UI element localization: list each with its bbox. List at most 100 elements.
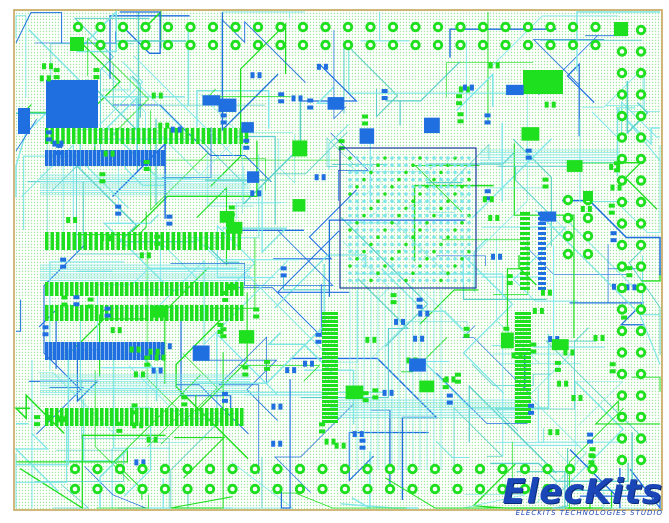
bga-ball [383,257,387,261]
header-pin-hole [570,42,576,48]
smd-pad [520,242,530,245]
smd-pad [244,128,249,144]
passive-component [221,391,228,403]
smd-pad [242,365,249,370]
trace [19,434,166,510]
passive-component [222,290,229,302]
smd-pad [59,140,64,147]
smd-pad [165,408,169,426]
large-pad [46,80,98,128]
smd-pad [165,282,169,296]
bga-ball [390,185,394,189]
bga-ball [355,221,359,225]
smd-pad [85,282,89,296]
smd-pad [110,327,115,334]
smd-pad [130,282,134,296]
smd-pad [555,429,560,436]
bga-ball [432,228,436,232]
header-pin-hole [140,466,145,472]
bga-ball [404,156,408,160]
smd-pad [520,222,530,225]
bga-ball [383,206,387,211]
bga-ball [376,271,380,276]
trace [276,230,350,293]
header-pin-hole [323,24,328,30]
smd-pad [120,282,124,296]
bga-ball [404,213,408,218]
smd-pad [136,128,141,144]
smd-pad [372,336,377,343]
trace-bus [40,264,250,281]
passive-component [34,415,41,427]
smd-pad [322,324,338,327]
header-pin-hole [567,466,573,472]
passive-component [488,215,500,222]
trace [420,234,424,238]
trace [242,99,302,205]
smd-pad [60,408,64,426]
bga-ball [432,192,436,196]
smd-pad [160,282,164,296]
header-pin-hole [432,466,438,472]
smd-pad [372,395,379,400]
trace [481,226,578,302]
smd-pad [315,332,322,337]
smd-pad [221,398,228,403]
smd-pad [515,336,531,339]
smd-pad [225,408,229,426]
bga-ball [432,242,436,247]
bga-ball [446,192,450,196]
bga-ball [404,199,408,203]
smd-pad [338,139,345,144]
header-pin-hole [619,70,625,76]
header-pin-hole [619,178,625,183]
smd-pad [174,128,179,144]
smd-pad [359,438,366,443]
header-pin-hole [585,251,591,257]
bga-ball [369,257,373,261]
smd-pad [228,128,233,144]
bga-ball [397,264,401,268]
smd-pad [482,196,487,203]
trace [463,494,526,509]
smd-pad [127,232,131,250]
trace [591,100,660,143]
chip-component [409,358,426,372]
bga-ball [411,278,415,283]
smd-pad [141,342,145,360]
smd-pad [148,348,153,355]
smd-pad [117,327,122,334]
smd-pad [593,335,598,342]
bga-ball [397,185,401,189]
smd-pad [528,410,535,415]
bga-ball [439,257,443,261]
smd-pad [456,94,463,99]
smd-pad [100,408,104,426]
passive-component [482,196,494,203]
smd-pad [200,408,204,426]
smd-pad [149,150,153,166]
bga-ball [355,206,359,211]
smd-pad [131,403,138,408]
smd-pad [401,318,406,325]
smd-pad [322,372,338,375]
header-pin-hole [72,466,78,472]
smd-pad [160,232,164,250]
header-pin-hole [638,457,644,463]
smd-pad [80,408,84,426]
chip-component [345,385,364,400]
smd-pad [175,408,179,426]
smd-pad [610,184,615,191]
header-pin-hole [638,178,644,183]
header-pin-hole [120,42,126,48]
header-pin-hole [252,486,258,492]
smd-pad [137,150,141,166]
trace [53,484,90,509]
smd-pad [45,128,49,144]
bga-ball [467,185,471,189]
passive-component [278,92,285,104]
smd-pad [235,408,239,426]
bga-ball [348,249,352,254]
bga-ball [355,199,359,203]
passive-component [103,150,115,157]
